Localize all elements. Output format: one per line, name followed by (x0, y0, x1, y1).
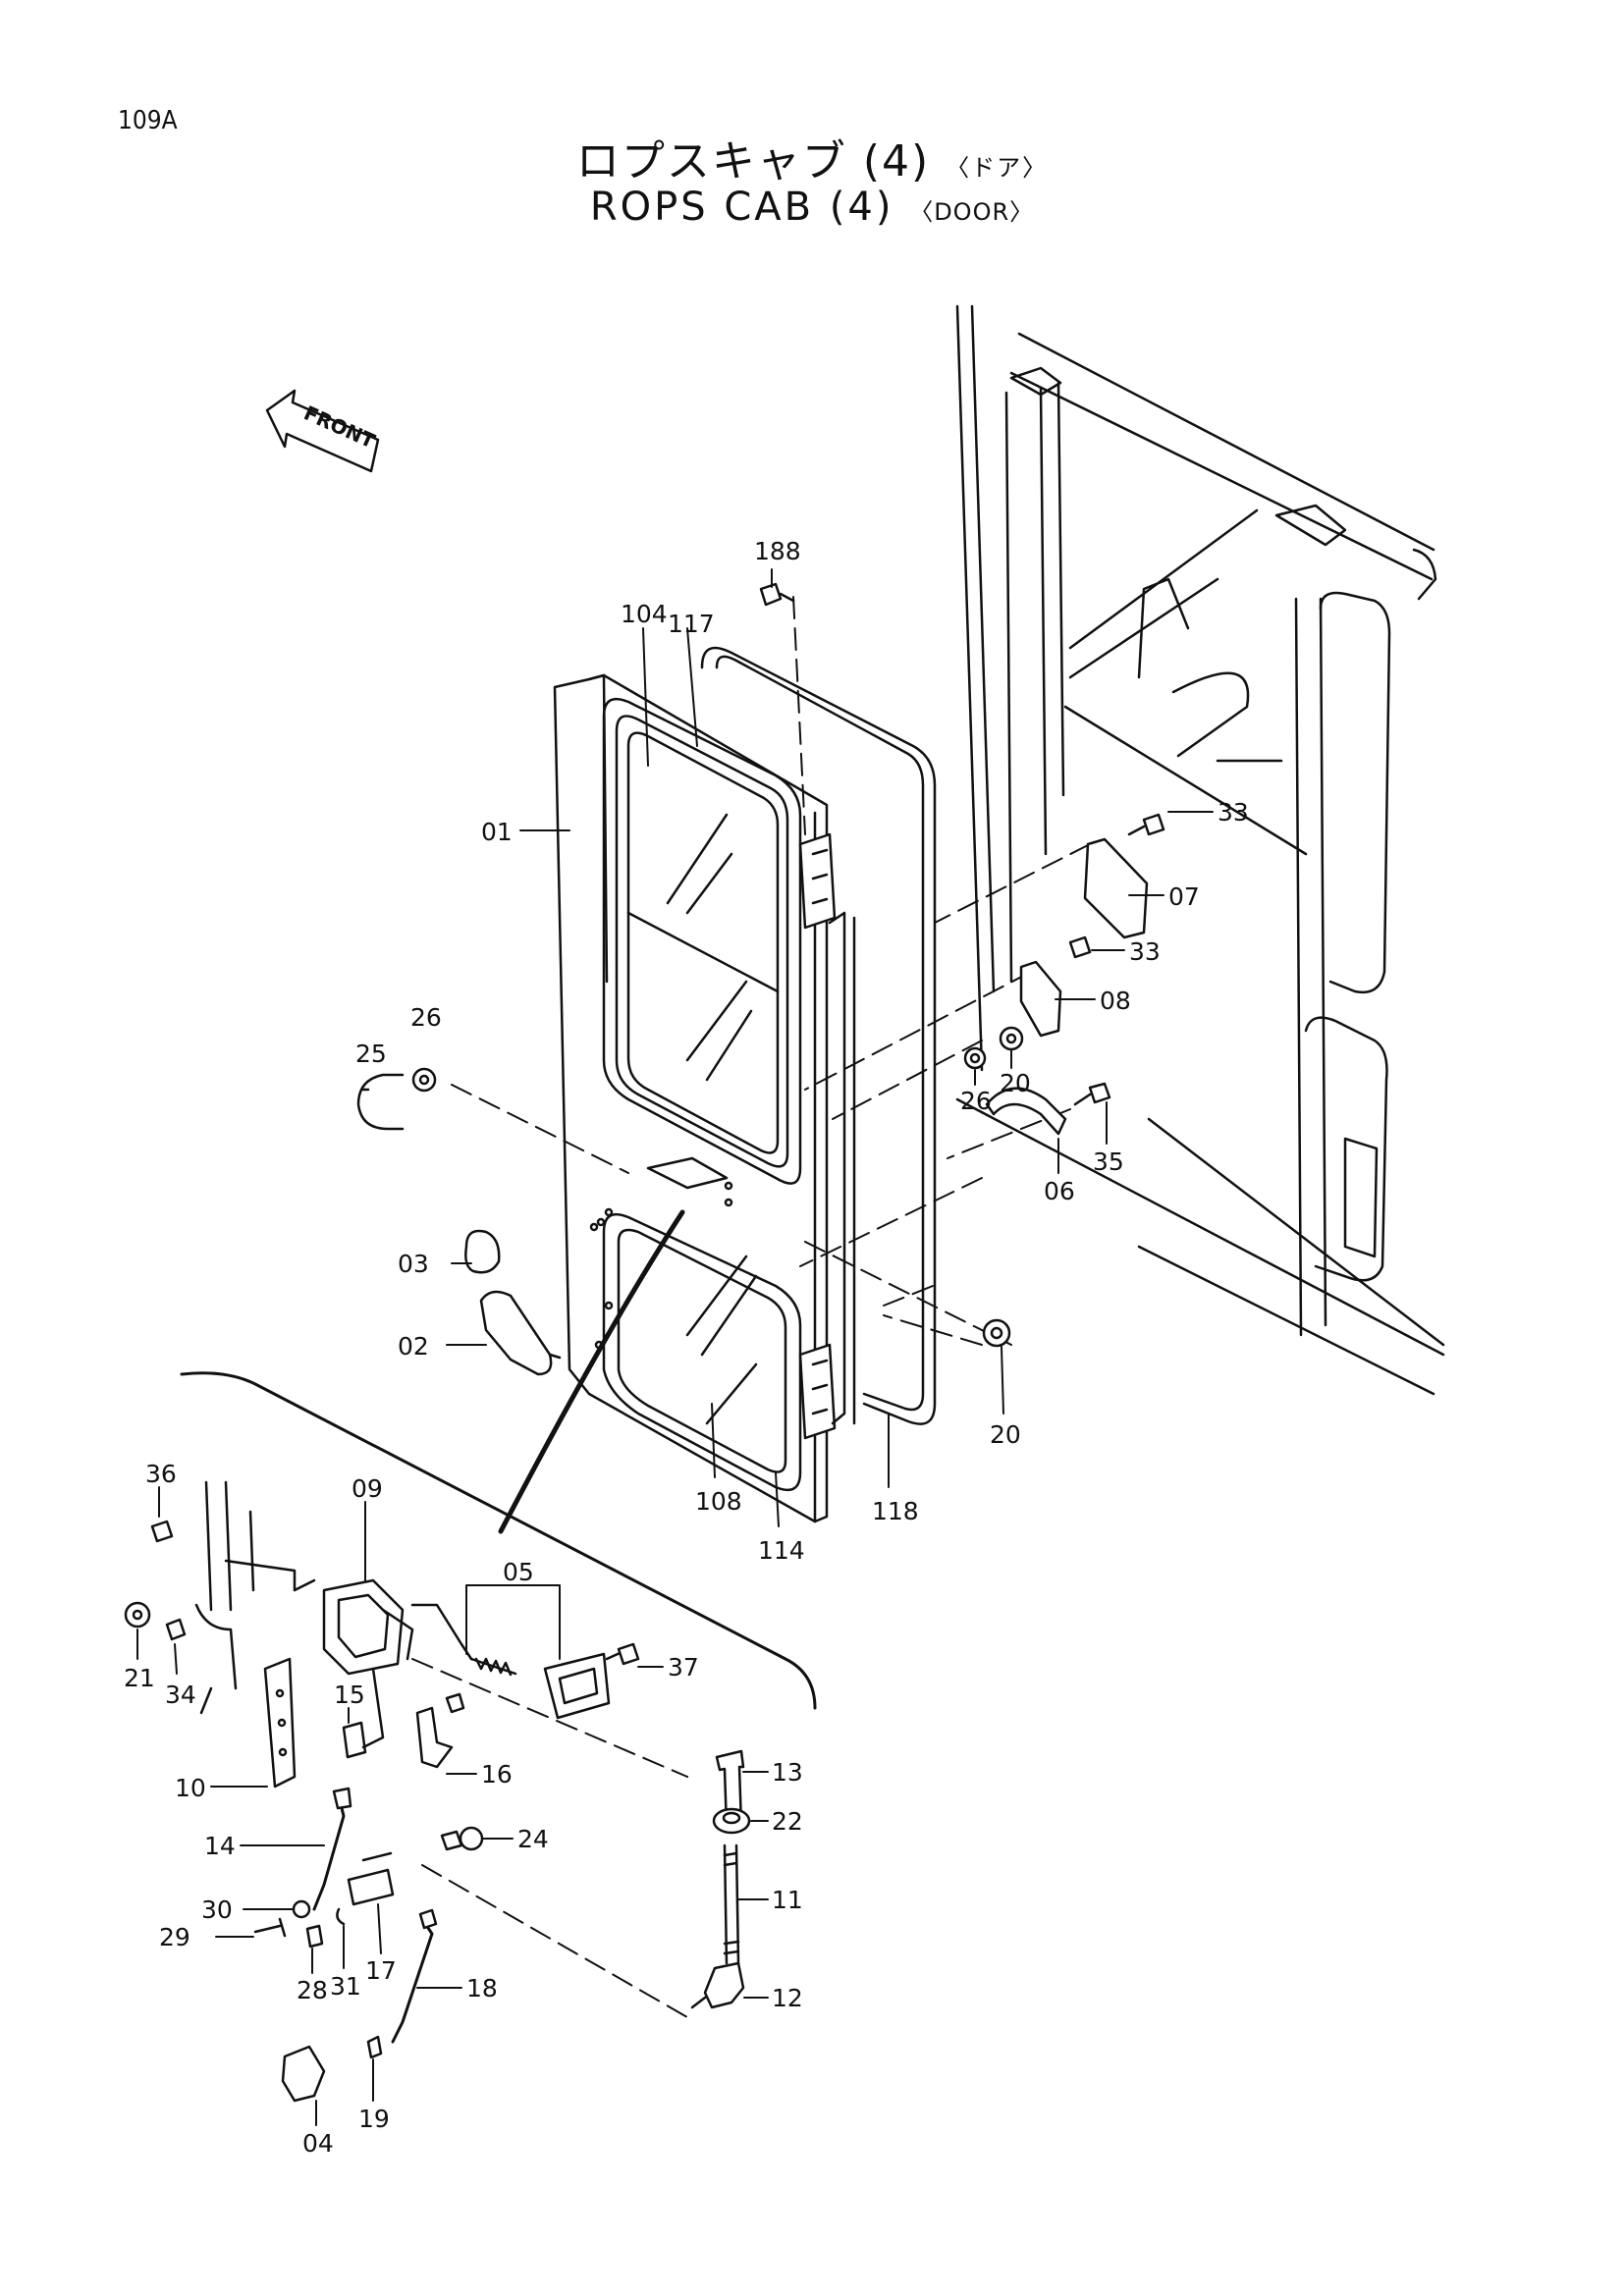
callout-08: 08 (1100, 987, 1131, 1015)
title-english: ROPS CAB (4) 〈DOOR〉 (0, 185, 1624, 230)
callout-26-right: 26 (960, 1087, 992, 1115)
callout-09: 09 (352, 1474, 383, 1503)
callout-01: 01 (481, 818, 513, 846)
callout-03: 03 (398, 1250, 429, 1278)
callout-16: 16 (481, 1760, 513, 1789)
callout-13: 13 (772, 1758, 803, 1787)
callout-28: 28 (297, 1976, 328, 2004)
callout-118: 118 (872, 1497, 919, 1525)
cab-frame (955, 304, 1445, 1396)
callout-33-upper: 33 (1218, 798, 1249, 827)
callout-19: 19 (358, 2105, 390, 2133)
callout-29: 29 (159, 1923, 190, 1951)
callout-34: 34 (165, 1681, 196, 1709)
front-arrow: FRONT (265, 389, 380, 473)
callout-20-upper: 20 (1000, 1069, 1031, 1097)
callout-24: 24 (517, 1825, 549, 1853)
callout-05: 05 (503, 1558, 534, 1586)
callout-22: 22 (772, 1807, 803, 1836)
callout-18: 18 (466, 1974, 498, 2002)
callout-11: 11 (772, 1886, 803, 1914)
callout-labels: 188 104 117 01 33 07 33 08 26 25 20 26 3… (124, 537, 1249, 2158)
callout-07: 07 (1168, 882, 1200, 911)
callout-104: 104 (621, 600, 668, 628)
callout-15: 15 (334, 1681, 365, 1709)
page-id: 109A (118, 106, 178, 135)
hardware-parts (356, 582, 1165, 1376)
title-en-main: ROPS CAB (4) (589, 185, 894, 230)
title-en-sub: 〈DOOR〉 (909, 198, 1035, 226)
callout-30: 30 (201, 1896, 233, 1924)
door-assembly (498, 646, 937, 1534)
callout-06: 06 (1044, 1177, 1075, 1205)
callout-17: 17 (365, 1956, 397, 1985)
callout-25: 25 (355, 1040, 387, 1068)
title-jp-sub: 〈ドア〉 (946, 154, 1049, 182)
callout-10: 10 (175, 1774, 206, 1802)
callout-33-lower: 33 (1129, 937, 1161, 966)
dashed-leaders (411, 596, 1091, 2018)
callout-35: 35 (1093, 1148, 1124, 1176)
callout-117: 117 (668, 610, 715, 638)
callout-20-lower: 20 (990, 1420, 1021, 1449)
latch-mechanism (124, 1480, 751, 2103)
leader-lines (136, 568, 1214, 2126)
callout-108: 108 (695, 1487, 742, 1516)
callout-14: 14 (204, 1832, 236, 1860)
callout-21: 21 (124, 1664, 155, 1692)
detail-boundary (180, 1371, 817, 1710)
callout-26-left: 26 (410, 1003, 442, 1032)
title-japanese: ロプスキャブ (4) 〈ドア〉 (0, 126, 1624, 188)
callout-12: 12 (772, 1984, 803, 2012)
callout-188: 188 (754, 537, 801, 565)
callout-02: 02 (398, 1332, 429, 1361)
callout-37: 37 (668, 1653, 699, 1682)
callout-114: 114 (758, 1536, 805, 1565)
callout-31: 31 (330, 1972, 361, 2001)
title-jp-main: ロプスキャブ (4) (575, 136, 931, 187)
callout-36: 36 (145, 1460, 177, 1488)
callout-04: 04 (302, 2129, 334, 2158)
